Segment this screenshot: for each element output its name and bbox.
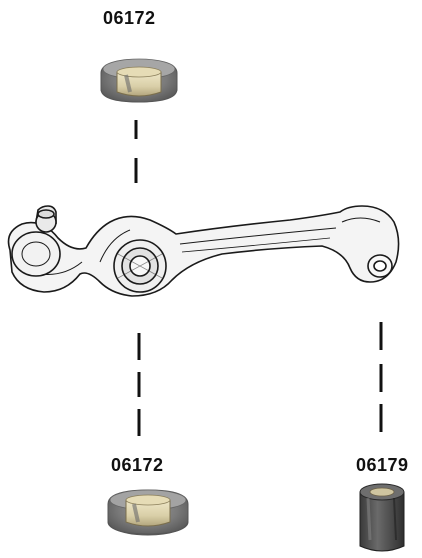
bushing-bottom-left-06172	[108, 490, 188, 535]
control-arm	[9, 206, 399, 296]
bushing-bottom-right-06179	[360, 484, 404, 551]
bushing-top-06172	[101, 59, 177, 102]
